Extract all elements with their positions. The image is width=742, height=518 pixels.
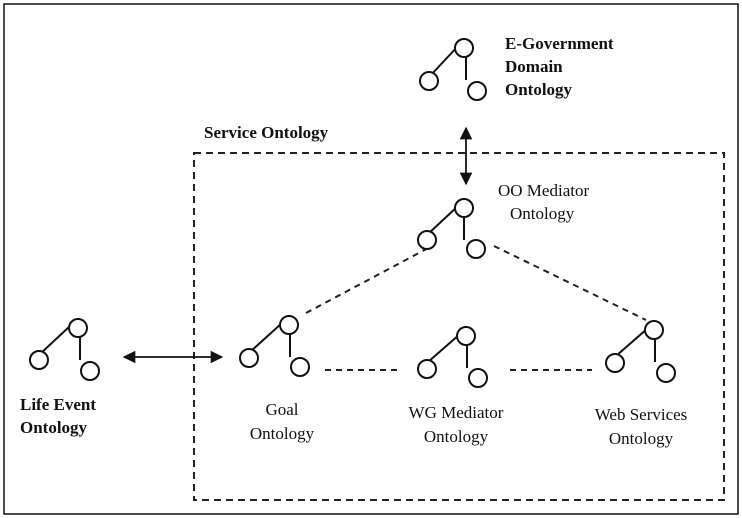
goal-ontology-icon bbox=[239, 315, 310, 377]
oo-mediator-ontology-icon bbox=[417, 198, 486, 259]
web-services-label-line2: Ontology bbox=[608, 429, 674, 448]
figure-frame bbox=[3, 3, 739, 515]
service-ontology-boundary bbox=[193, 152, 725, 501]
egov-label-line2: Domain bbox=[505, 57, 563, 76]
life-event-label-line2: Ontology bbox=[20, 418, 88, 437]
goal-label-line1: Goal bbox=[265, 400, 299, 419]
life-event-label-line1: Life Event bbox=[20, 395, 97, 414]
egov-ontology-icon bbox=[419, 38, 487, 101]
wg-mediator-ontology-icon bbox=[417, 326, 488, 388]
web-services-label-line1: Web Services bbox=[594, 405, 688, 424]
wg-mediator-label-line1: WG Mediator bbox=[408, 403, 504, 422]
oo-ws-relation-line bbox=[493, 245, 647, 321]
wg-mediator-label-line2: Ontology bbox=[423, 427, 489, 446]
goal-oo-relation-line bbox=[305, 245, 433, 314]
life-event-ontology-icon bbox=[29, 318, 100, 381]
web-services-ontology-icon bbox=[605, 320, 676, 383]
oo-mediator-label-line1: OO Mediator bbox=[498, 181, 590, 200]
service-ontology-label: Service Ontology bbox=[204, 123, 329, 142]
goal-label-line2: Ontology bbox=[249, 424, 315, 443]
egov-label-line1: E-Government bbox=[505, 34, 614, 53]
egov-label-line3: Ontology bbox=[505, 80, 573, 99]
oo-mediator-label-line2: Ontology bbox=[510, 204, 575, 223]
